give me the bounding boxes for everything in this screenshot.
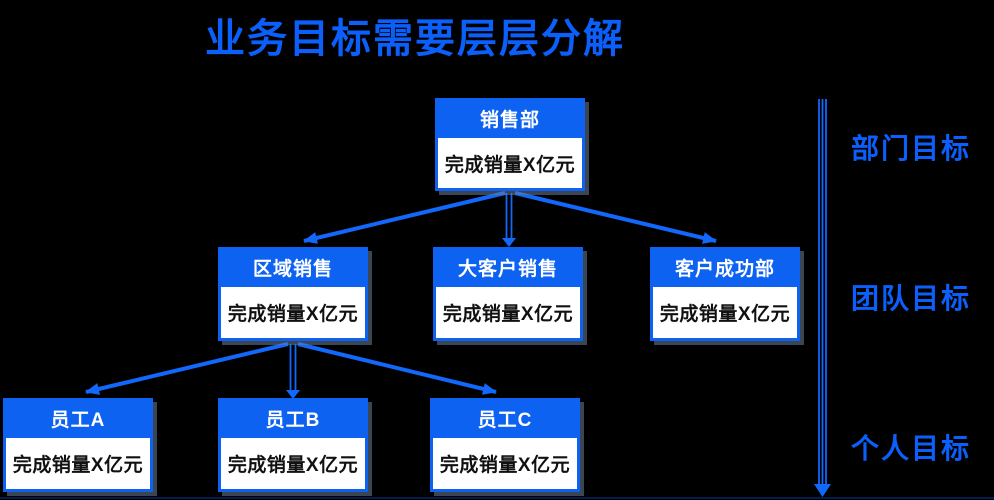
edge-team1-person3	[297, 342, 497, 395]
node-employee-b-goal: 完成销量X亿元	[221, 438, 365, 489]
node-employee-b-title: 员工B	[265, 409, 321, 431]
node-customer-success-goal: 完成销量X亿元	[653, 287, 797, 338]
node-employee-a-goal: 完成销量X亿元	[6, 438, 150, 489]
node-sales-dept-goal: 完成销量X亿元	[438, 138, 582, 188]
node-employee-c: 员工C 完成销量X亿元	[430, 398, 580, 492]
node-customer-success: 客户成功部 完成销量X亿元	[650, 247, 800, 341]
edge-root-team2-arrowhead	[502, 238, 516, 247]
node-regional-sales-title: 区域销售	[252, 258, 333, 280]
node-employee-a: 员工A 完成销量X亿元	[3, 398, 153, 492]
node-employee-c-title: 员工C	[477, 409, 533, 431]
node-key-account-sales-title: 大客户销售	[457, 258, 558, 280]
level-axis-arrow	[814, 99, 831, 497]
node-key-account-sales-goal: 完成销量X亿元	[436, 287, 580, 338]
level-axis-arrowhead	[814, 484, 831, 497]
axis-label-team: 团队目标	[850, 283, 971, 314]
node-employee-b: 员工B 完成销量X亿元	[218, 398, 368, 492]
edge-team1-person1	[85, 342, 289, 395]
node-employee-c-goal: 完成销量X亿元	[433, 438, 577, 489]
axis-label-personal: 个人目标	[850, 433, 971, 464]
diagram-title: 业务目标需要层层分解	[205, 17, 625, 61]
bottom-divider-line	[0, 497, 994, 499]
edge-root-team3	[514, 191, 717, 244]
node-sales-dept: 销售部 完成销量X亿元	[435, 98, 585, 191]
node-customer-success-title: 客户成功部	[674, 258, 775, 280]
node-employee-a-title: 员工A	[50, 409, 106, 431]
node-key-account-sales: 大客户销售 完成销量X亿元	[433, 247, 583, 341]
node-regional-sales: 区域销售 完成销量X亿元	[218, 247, 368, 341]
node-regional-sales-goal: 完成销量X亿元	[221, 287, 365, 338]
node-sales-dept-title: 销售部	[479, 109, 540, 131]
edge-root-team1	[303, 191, 506, 244]
axis-label-department: 部门目标	[850, 133, 971, 164]
